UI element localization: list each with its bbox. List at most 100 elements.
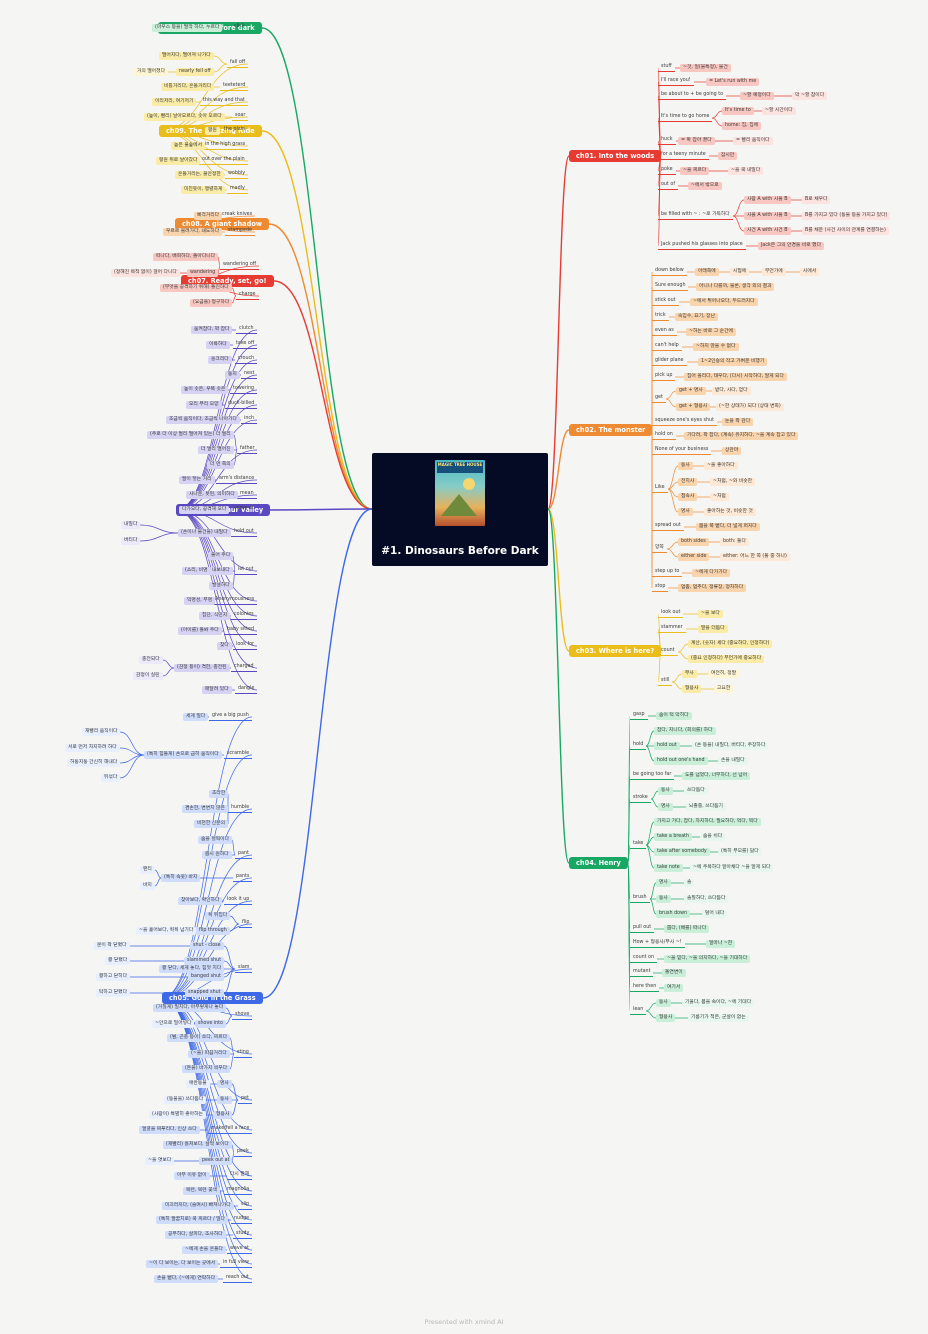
term-4j[interactable]: mutant <box>630 969 654 978</box>
term-5u[interactable]: reach out <box>223 1275 252 1284</box>
term-4e4[interactable]: take after somebody <box>654 848 710 856</box>
term-5i1[interactable]: (거칠게) 밀치다, 아무렇게나 놓다 <box>153 1004 227 1012</box>
term-5a1[interactable]: 세게 밀다 <box>183 713 209 721</box>
term-9a2[interactable]: nearly fell off <box>176 68 214 76</box>
term-5c1[interactable]: 겸손한, 변변치 않은 <box>182 805 228 813</box>
term-1i3[interactable]: 사물 A with 사물 B <box>744 212 791 220</box>
term-6s1[interactable]: 매달려 있다 <box>202 686 232 694</box>
term-9c1[interactable]: 이리저리, 여기저기 <box>152 98 197 106</box>
term-4b[interactable]: hold <box>630 742 647 751</box>
term-6a[interactable]: clutch <box>236 326 257 335</box>
term-4l4[interactable]: 기름기가 적은, 군살이 없는 <box>688 1014 749 1022</box>
term-6d[interactable]: nest <box>241 371 258 380</box>
term-6h[interactable]: father <box>237 446 258 455</box>
term-2m8[interactable]: 좋아하는 것, 비슷한 것 <box>704 508 756 516</box>
term-2j[interactable]: squeeze one's eyes shut <box>652 418 717 427</box>
term-1b1[interactable]: = Let's run with me <box>706 78 760 86</box>
term-6b1[interactable]: 이륙하다 <box>206 341 230 349</box>
term-5k6[interactable]: 형용사 <box>213 1111 233 1119</box>
term-9i1[interactable]: 미친듯이, 맹렬하게 <box>181 186 226 194</box>
term-9g[interactable]: out over the plain <box>199 157 248 166</box>
term-8b1[interactable]: 우르르 몰려가다, 쇄도하다 <box>163 228 223 236</box>
term-4a1[interactable]: 숨이 턱 막히다 <box>656 712 692 720</box>
term-6e1[interactable]: 높이 솟은, 우뚝 솟은 <box>181 386 229 394</box>
term-2m1[interactable]: 동사 <box>678 462 693 470</box>
term-2f1[interactable]: ~하지 않을 수 없다 <box>693 343 739 351</box>
term-2b[interactable]: Sure enough <box>652 283 689 292</box>
term-2o2[interactable]: both: 둘다 <box>720 538 749 546</box>
term-6m4[interactable]: 발설하다 <box>209 582 233 590</box>
term-5l[interactable]: make/fell a face <box>208 1126 253 1135</box>
term-6b[interactable]: take off <box>233 341 258 350</box>
term-5k4[interactable]: 명사 <box>217 1080 232 1088</box>
term-6e[interactable]: towering <box>230 386 258 395</box>
term-4e3[interactable]: 숨을 쉬다 <box>700 833 726 841</box>
term-2i3[interactable]: get + 형용사 <box>676 403 711 411</box>
term-5i2[interactable]: shove into <box>195 1020 226 1028</box>
term-6l2[interactable]: 내밀다 <box>121 521 141 529</box>
term-9f[interactable]: in the high grass <box>202 142 249 151</box>
term-9a3[interactable]: 거의 떨어졌다 <box>134 68 169 76</box>
term-5h3[interactable]: 문이 꽉 닫혔다 <box>94 942 130 950</box>
term-5m3[interactable]: ~을 엿보다 <box>145 1157 175 1165</box>
term-4f5[interactable]: brush down <box>656 910 691 918</box>
term-6o[interactable]: colonies <box>231 612 257 621</box>
term-1h[interactable]: out of <box>658 182 679 191</box>
term-9b[interactable]: teeteterd <box>220 83 249 92</box>
term-3a[interactable]: look out <box>658 610 684 619</box>
term-6j1[interactable]: 사나운, 못된, 의미하다 <box>186 491 238 499</box>
term-6p[interactable]: baby sitted <box>224 627 257 636</box>
term-5h4[interactable]: slammed shut <box>184 957 225 965</box>
term-6c[interactable]: crouch <box>235 356 258 365</box>
term-5m1[interactable]: (재빨리) 훔쳐보다, 살짝 보이다 <box>163 1141 232 1149</box>
term-9i[interactable]: madly <box>227 186 248 195</box>
term-1d1[interactable]: It's time to <box>722 107 754 115</box>
term-2m[interactable]: Like <box>652 485 668 494</box>
term-6l[interactable]: hold out <box>231 529 257 538</box>
term-2g[interactable]: glider plane <box>652 358 687 367</box>
term-5c[interactable]: humble <box>228 805 253 814</box>
term-2m6[interactable]: ~처럼 <box>710 493 729 501</box>
term-1d3[interactable]: home: 집, 집에 <box>722 122 762 130</box>
term-2o1[interactable]: both sides <box>678 538 709 546</box>
term-6n[interactable]: Anonymousness <box>212 597 258 606</box>
term-6d1[interactable]: 둥지 <box>225 371 240 379</box>
term-2i2[interactable]: 받다, 사다, 얻다 <box>712 387 751 395</box>
term-1i2[interactable]: B로 채우다 <box>802 196 831 204</box>
term-2i4[interactable]: (~한 상태가) 되다 (상태 변화) <box>716 403 784 411</box>
term-2f[interactable]: can't help <box>652 343 682 352</box>
term-5t[interactable]: in full view <box>220 1260 252 1269</box>
term-6l1[interactable]: (손이나 물건을) 내밀다 <box>178 529 231 537</box>
term-2a3[interactable]: 무언가에 <box>762 268 786 276</box>
term-4b5[interactable]: 손을 내밀다 <box>718 757 748 765</box>
term-6k[interactable]: come at <box>231 506 257 515</box>
term-4e7[interactable]: ~에 주목하다 알아채다 ~을 알게 되다 <box>690 864 774 872</box>
term-2a4[interactable]: 시에서 <box>800 268 820 276</box>
term-4k1[interactable]: 여기서 <box>664 984 684 992</box>
term-5j3[interactable]: (돈을) 바가지 씌우다 <box>182 1065 231 1073</box>
term-1c[interactable]: be about to + be going to <box>658 92 727 101</box>
term-2p1[interactable]: ~에게 다가가다 <box>692 569 731 577</box>
term-5l1[interactable]: 얼굴을 찌푸리다, 인상 쓰다 <box>139 1126 200 1134</box>
term-5a[interactable]: give a big push <box>209 713 252 722</box>
term-9h1[interactable]: 흔들거리는, 불안정한 <box>175 171 224 179</box>
term-1f1[interactable]: 잠시만 <box>718 152 738 160</box>
term-5q[interactable]: nudge <box>231 1216 253 1225</box>
term-4b2[interactable]: hold out <box>654 742 680 750</box>
term-2q[interactable]: stop <box>652 584 669 593</box>
term-6n1[interactable]: 익명성, 무명 <box>184 597 216 605</box>
term-2c[interactable]: stick out <box>652 298 679 307</box>
term-4b4[interactable]: hold out one's hand <box>654 757 708 765</box>
term-4c[interactable]: be going too far <box>630 772 675 781</box>
term-3d1[interactable]: 부사 <box>682 670 697 678</box>
chapter-ch07[interactable]: ch07. Ready, set, go! <box>181 274 274 288</box>
term-1j[interactable]: Jack pushed his glasses into place <box>658 242 746 251</box>
term-2c1[interactable]: ~에서 튀어나오다, 두드러지다 <box>690 298 758 306</box>
term-5n1[interactable]: 아무 이유 없이 <box>174 1172 210 1180</box>
term-2k[interactable]: hold on <box>652 432 676 441</box>
term-4j1[interactable]: 돌연변이 <box>662 969 686 977</box>
term-6g[interactable]: inch <box>241 416 258 425</box>
term-1d2[interactable]: ~할 시간이다 <box>762 107 796 115</box>
term-5g[interactable]: flip <box>239 920 253 929</box>
term-9d[interactable]: soar <box>232 113 249 122</box>
